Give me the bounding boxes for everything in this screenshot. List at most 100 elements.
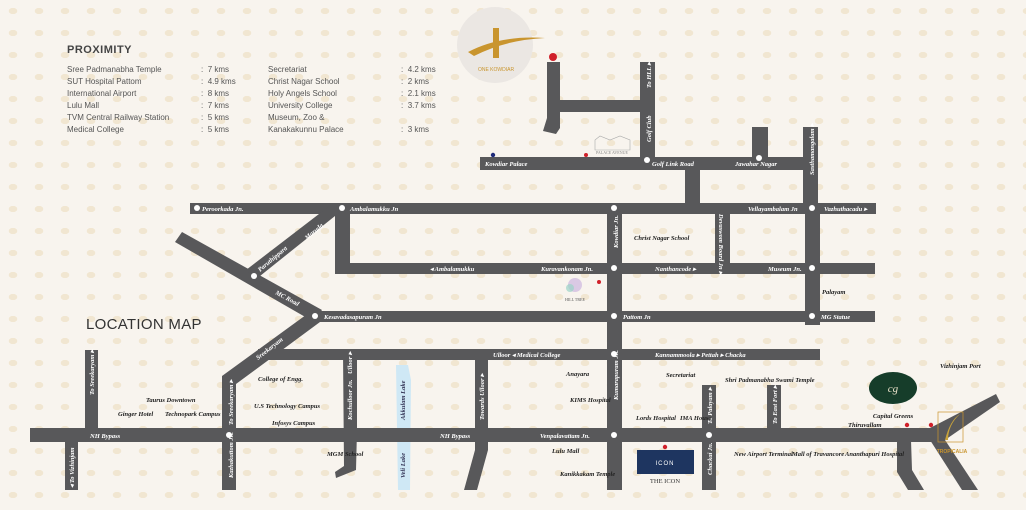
place: University College bbox=[268, 101, 333, 110]
distance: 7 kms bbox=[207, 65, 230, 74]
junction-dot bbox=[644, 157, 650, 163]
label: Kannammoola ▸ Pettah ▸ Chacka bbox=[654, 352, 746, 359]
label: U.S Technology Campus bbox=[254, 403, 321, 410]
sep: : bbox=[401, 101, 404, 110]
logo-text: PALACE AVENUE bbox=[596, 150, 628, 155]
road bbox=[715, 212, 730, 264]
road bbox=[767, 385, 781, 430]
road bbox=[65, 440, 78, 490]
junction-dot bbox=[809, 265, 815, 271]
place: TVM Central Railway Station bbox=[67, 113, 170, 122]
road bbox=[85, 350, 98, 430]
label: Palayam bbox=[822, 289, 845, 296]
label: Lulu Mall bbox=[551, 448, 579, 455]
road bbox=[543, 62, 560, 134]
road-kowdiar bbox=[607, 203, 622, 490]
sep: : bbox=[201, 101, 204, 110]
label: Kesavadasapuram Jn bbox=[323, 314, 382, 321]
label: Kochulloor Jn. bbox=[347, 379, 354, 421]
label: Ulloor ◂ Medical College bbox=[493, 352, 560, 359]
label: Kuravankonam Jn. bbox=[540, 266, 593, 273]
road bbox=[335, 205, 350, 273]
road bbox=[752, 127, 768, 159]
label: MG Statue bbox=[820, 314, 850, 321]
label: ◂ Ambalamukku bbox=[430, 266, 475, 273]
label: Vellayambalam Jn bbox=[748, 206, 798, 213]
label: NH Bypass bbox=[89, 433, 121, 440]
label: Christ Nagar School bbox=[634, 235, 689, 242]
logo-text: ICON bbox=[656, 461, 675, 467]
proximity-panel: PROXIMITY Sree Padmanabha Temple: 7 kms S… bbox=[67, 44, 436, 134]
proximity-title: PROXIMITY bbox=[67, 44, 133, 56]
place: Holy Angels School bbox=[268, 89, 337, 98]
junction-dot bbox=[312, 313, 318, 319]
junction-dot bbox=[611, 313, 617, 319]
junction-dot bbox=[809, 313, 815, 319]
markers bbox=[490, 53, 934, 450]
distance: 3.7 kms bbox=[407, 101, 436, 110]
label: Museum Jn. bbox=[767, 266, 802, 273]
label: To East Fort ▸ bbox=[772, 385, 779, 424]
road bbox=[805, 205, 820, 325]
svg-text:cg: cg bbox=[888, 383, 899, 395]
label: Golf Link Road bbox=[652, 161, 695, 168]
road bbox=[640, 62, 655, 162]
distance: 2 kms bbox=[407, 77, 430, 86]
road-kazhakuttom bbox=[222, 312, 320, 490]
the-icon-label: THE ICON bbox=[650, 478, 680, 485]
place: Medical College bbox=[67, 125, 124, 134]
distance: 5 kms bbox=[207, 113, 230, 122]
junction-dot bbox=[706, 432, 712, 438]
label: Devaswom Board Jn ▸ bbox=[717, 213, 724, 275]
label: Sasthamangalam ▸ bbox=[809, 123, 816, 175]
junction-dot bbox=[756, 155, 762, 161]
place: Secretariat bbox=[268, 65, 307, 74]
label: NH Bypass bbox=[439, 433, 471, 440]
place: Sree Padmanabha Temple bbox=[67, 65, 162, 74]
sep: : bbox=[401, 77, 404, 86]
sep: : bbox=[401, 125, 404, 134]
label: Thiruvallam bbox=[848, 422, 882, 429]
road bbox=[335, 352, 357, 478]
road-peroorkada bbox=[190, 203, 876, 214]
roads bbox=[30, 62, 1000, 490]
label: Kazhakuttom Jn. bbox=[228, 432, 235, 479]
tropicalia-logo: TROPICALIA bbox=[937, 411, 968, 455]
label: Kumarapuram Jn. bbox=[613, 350, 620, 401]
label: Venpalavattam Jn. bbox=[540, 433, 590, 440]
label: Peroorkada Jn. bbox=[202, 206, 244, 213]
label: Akkulam Lake bbox=[400, 380, 407, 421]
distance: 2.1 kms bbox=[407, 89, 436, 98]
label: Infosys Campus bbox=[271, 420, 316, 427]
label: Technopark Campus bbox=[165, 411, 221, 418]
logo-text: ONE KOWDIAR bbox=[478, 67, 515, 73]
road bbox=[464, 352, 488, 490]
label: To HLL ▸ bbox=[646, 61, 653, 88]
road bbox=[685, 165, 700, 207]
road bbox=[930, 394, 1000, 442]
place: Christ Nagar School bbox=[268, 77, 340, 86]
the-icon-logo: ICON THE ICON bbox=[637, 450, 694, 485]
place: Kanakakunnu Palace bbox=[268, 125, 344, 134]
label: MGM School bbox=[326, 451, 363, 458]
one-kowdiar-logo: ONE KOWDIAR bbox=[457, 7, 545, 83]
sep: : bbox=[201, 113, 204, 122]
distance: 5 kms bbox=[207, 125, 230, 134]
label: Golf Club bbox=[646, 115, 653, 142]
road bbox=[560, 100, 642, 112]
label: Vizhinjam Port bbox=[940, 363, 981, 370]
label: Ananthapuri Hospital bbox=[844, 451, 904, 458]
road bbox=[803, 127, 818, 212]
distance: 3 kms bbox=[407, 125, 430, 134]
road-nanthancode bbox=[335, 263, 875, 274]
junction-dot bbox=[611, 205, 617, 211]
distance: 7 kms bbox=[207, 101, 230, 110]
label: Vazhuthacadu ▸ bbox=[824, 206, 868, 213]
sep: : bbox=[401, 65, 404, 74]
one-kowdiar-marker bbox=[549, 53, 557, 61]
kowdiar-palace-marker bbox=[490, 152, 496, 158]
label: Towards Ulloor ▸ bbox=[479, 373, 486, 420]
label: To Sreekaryam ▸ bbox=[89, 349, 96, 395]
road bbox=[930, 440, 978, 490]
